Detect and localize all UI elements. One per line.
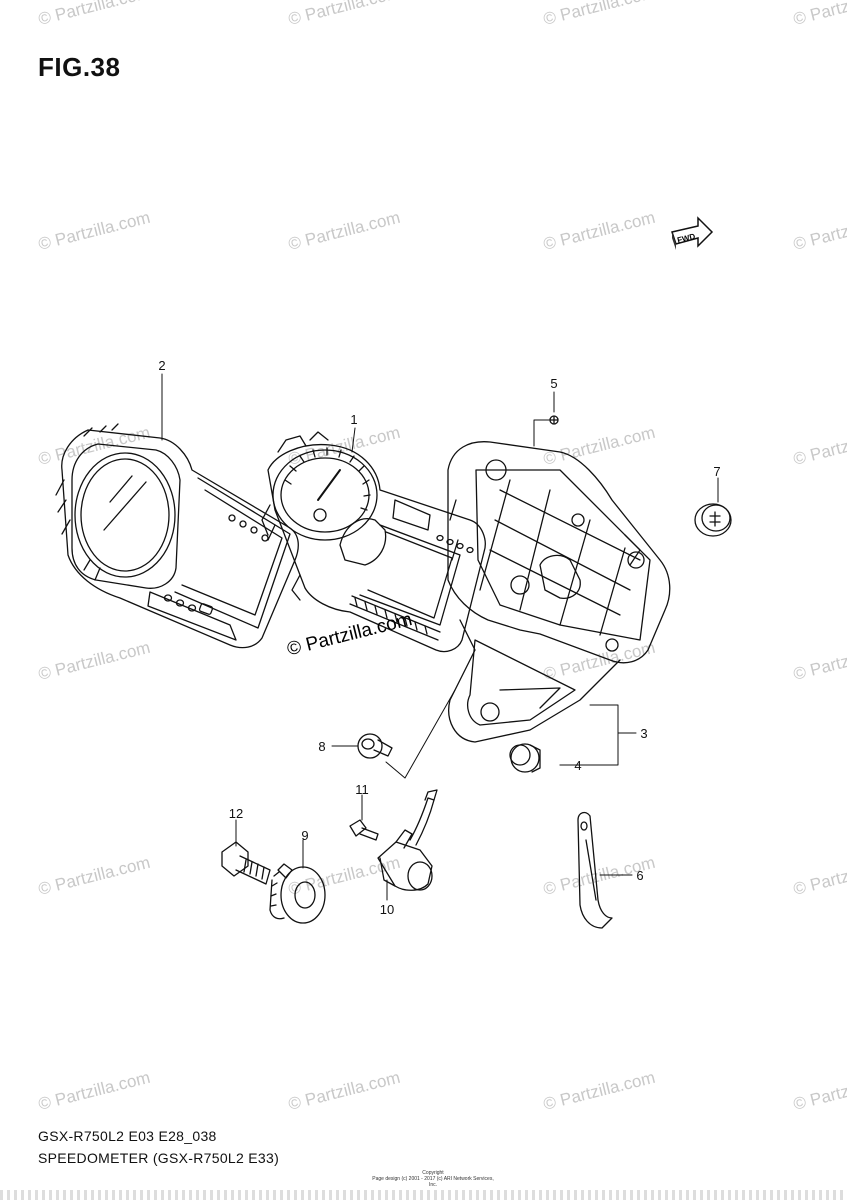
bolt-part-11	[349, 819, 379, 841]
watermark: © Partzilla.com	[286, 853, 402, 899]
watermark: © Partzilla.com	[791, 208, 847, 254]
watermark: © Partzilla.com	[36, 208, 152, 254]
watermark: © Partzilla.com	[791, 853, 847, 899]
watermark: © Partzilla.com	[541, 638, 657, 684]
bolt-part-12	[221, 841, 271, 885]
callout-10: 10	[380, 902, 394, 917]
watermark: © Partzilla.com	[541, 423, 657, 469]
watermark-layer: © Partzilla.com © Partzilla.com © Partzi…	[36, 0, 847, 1114]
watermark: © Partzilla.com	[541, 1068, 657, 1114]
callout-1: 1	[350, 412, 357, 427]
copyright-notice: Copyright Page design (c) 2001 - 2017 (c…	[368, 1170, 498, 1188]
speed-sensor-part-10	[377, 789, 438, 891]
callout-2: 2	[158, 358, 165, 373]
callout-labels: 2 1 5 7 3 4 8 11 10 12 9 6	[158, 358, 720, 917]
watermark: © Partzilla.com	[791, 0, 847, 29]
watermark: © Partzilla.com	[286, 1068, 402, 1114]
strap-part-6	[577, 811, 613, 929]
watermark: © Partzilla.com	[36, 0, 152, 29]
watermark: © Partzilla.com	[36, 638, 152, 684]
watermark: © Partzilla.com	[791, 1068, 847, 1114]
meter-assembly-part-1	[261, 431, 486, 653]
watermark: © Partzilla.com	[36, 853, 152, 899]
grommet-cap-part-7	[694, 503, 732, 537]
fwd-label: FWD	[676, 232, 696, 245]
watermark: © Partzilla.com	[36, 1068, 152, 1114]
callout-8: 8	[318, 739, 325, 754]
figure-title: FIG.38	[38, 52, 121, 82]
callout-9: 9	[301, 828, 308, 843]
watermark: © Partzilla.com	[541, 0, 657, 29]
diagram-code: GSX-R750L2 E03 E28_038	[38, 1128, 217, 1144]
callout-7: 7	[713, 464, 720, 479]
callout-3: 3	[640, 726, 647, 741]
damper-part-4	[509, 743, 541, 773]
meter-case-part-3	[447, 441, 671, 743]
callout-12: 12	[229, 806, 243, 821]
callout-4: 4	[574, 758, 581, 773]
screw-part-5	[549, 415, 559, 425]
callout-11: 11	[355, 782, 369, 797]
watermark: © Partzilla.com	[286, 0, 402, 29]
watermark: © Partzilla.com	[286, 208, 402, 254]
callout-6: 6	[636, 868, 643, 883]
watermark: © Partzilla.com	[791, 638, 847, 684]
copyright-label: Copyright	[422, 1170, 444, 1176]
bottom-scan-band	[0, 1190, 847, 1200]
bolt-part-8	[357, 733, 393, 759]
leader-lines	[161, 373, 719, 901]
diagram-caption: SPEEDOMETER (GSX-R750L2 E33)	[38, 1150, 280, 1166]
speedometer-gear-part-9	[269, 863, 326, 924]
watermark: © Partzilla.com	[541, 208, 657, 254]
fwd-arrow-icon: FWD	[671, 216, 714, 250]
copyright-text: Page design (c) 2001 - 2017 (c) ARI Netw…	[372, 1176, 494, 1188]
watermark: © Partzilla.com	[791, 423, 847, 469]
callout-5: 5	[550, 376, 557, 391]
meter-cover-part-2	[55, 423, 299, 649]
